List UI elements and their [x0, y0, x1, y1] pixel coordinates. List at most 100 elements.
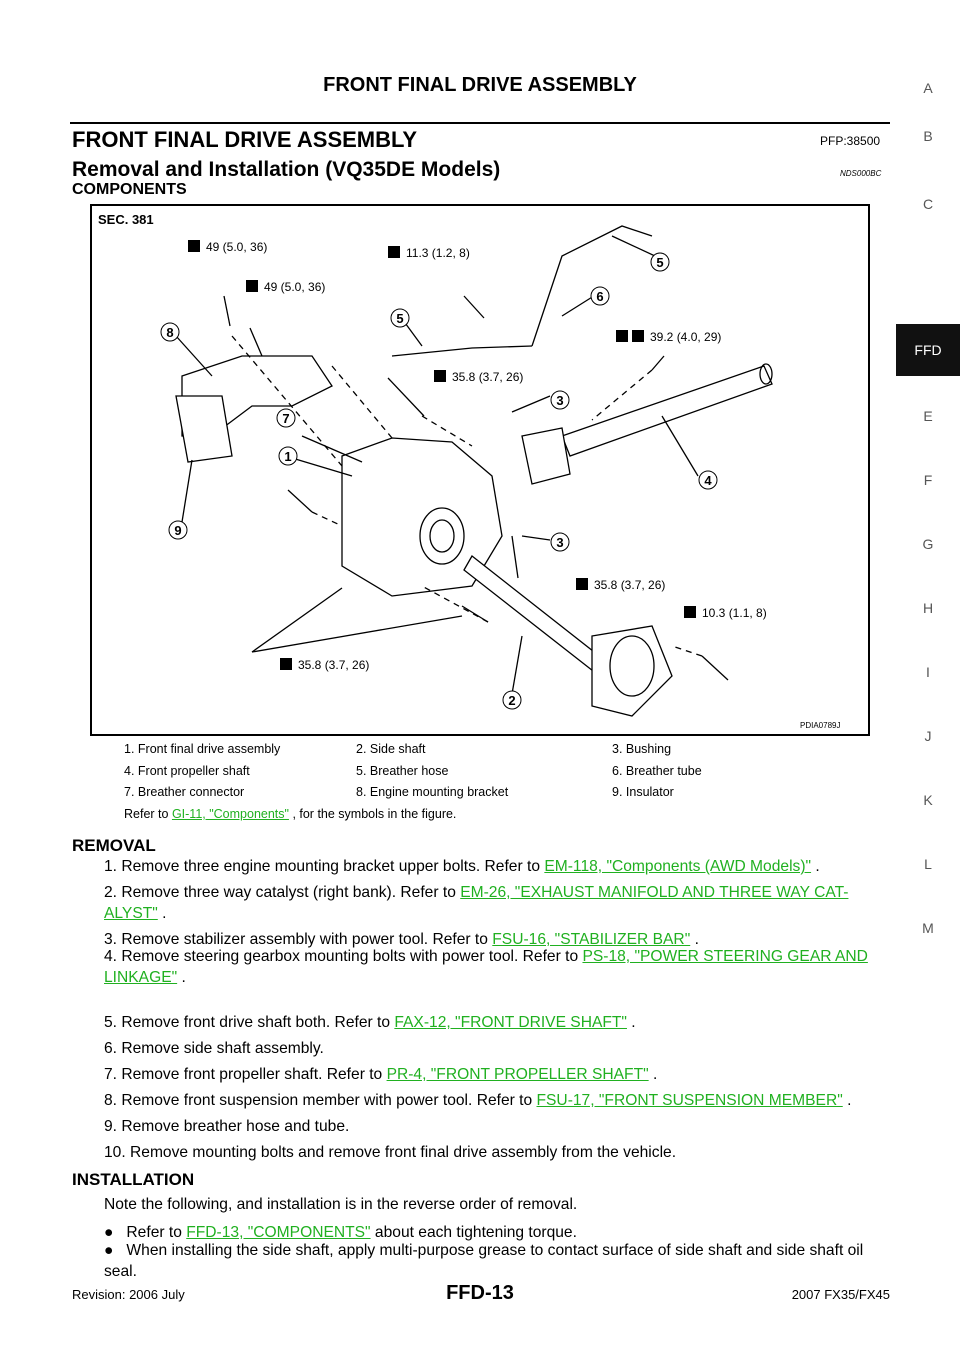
tab-l[interactable]: L — [924, 856, 932, 872]
callout-7: 7 — [276, 408, 296, 428]
subsection-title: Removal and Installation (VQ35DE Models) — [72, 158, 501, 181]
tab-i[interactable]: I — [926, 664, 930, 680]
torque-value: 35.8 (3.7, 26) — [298, 658, 369, 672]
callout-9: 9 — [168, 520, 188, 540]
torque-value: 35.8 (3.7, 26) — [452, 370, 523, 384]
svg-text:6: 6 — [596, 289, 603, 304]
installation-bullet-1: ● Refer to FFD-13, "COMPONENTS" about ea… — [104, 1224, 577, 1241]
legend-item: 9. Insulator — [612, 785, 674, 799]
components-figure: SEC. 381 49 (5.0, 36) 49 (5.0, 36) 11.3 … — [90, 204, 870, 736]
assembly-drawing — [175, 225, 773, 717]
removal-step-8: 8. Remove front suspension member with p… — [104, 1092, 852, 1109]
svg-text:5: 5 — [396, 311, 403, 326]
callout-8: 8 — [160, 322, 180, 342]
svg-text:7: 7 — [282, 411, 289, 426]
torque-wrench-icon — [246, 280, 258, 292]
header-rule — [70, 122, 890, 124]
torque-value: 39.2 (4.0, 29) — [650, 330, 721, 344]
tab-h[interactable]: H — [922, 600, 934, 616]
svg-text:8: 8 — [166, 325, 173, 340]
removal-step-4: 4. Remove steering gearbox mounting bolt… — [104, 948, 868, 986]
torque-wrench-icon — [388, 246, 400, 258]
bullet-link[interactable]: FFD-13, "COMPONENTS" — [186, 1224, 371, 1241]
footer-revision: Revision: 2006 July — [72, 1287, 185, 1302]
step-link[interactable]: PR-4, "FRONT PROPELLER SHAFT" — [386, 1066, 649, 1083]
torque-wrench-icon — [280, 658, 292, 670]
tab-f[interactable]: F — [923, 472, 933, 488]
legend-item: 2. Side shaft — [356, 742, 426, 756]
installation-heading: INSTALLATION — [72, 1170, 195, 1189]
legend-reference: Refer to GI-11, "Components" , for the s… — [124, 807, 457, 821]
torque-value: 11.3 (1.2, 8) — [406, 246, 470, 260]
legend-item: 7. Breather connector — [124, 785, 245, 799]
step-link[interactable]: EM-26, "EXHAUST MANIFOLD AND THREE WAY C… — [104, 884, 849, 922]
svg-text:2: 2 — [508, 693, 515, 708]
torque-value: 49 (5.0, 36) — [264, 280, 325, 294]
callout-3a: 3 — [550, 390, 570, 410]
torque-wrench-icon — [576, 578, 588, 590]
step-link[interactable]: PS-18, "POWER STEERING GEAR AND LINKAGE" — [104, 948, 868, 986]
callout-3b: 3 — [550, 532, 570, 552]
svg-text:9: 9 — [174, 523, 181, 538]
tab-e[interactable]: E — [923, 408, 933, 424]
svg-text:1: 1 — [284, 449, 291, 464]
legend-item: 3. Bushing — [612, 742, 672, 756]
running-header: FRONT FINAL DRIVE ASSEMBLY — [323, 74, 637, 96]
step-link[interactable]: FAX-12, "FRONT DRIVE SHAFT" — [394, 1014, 627, 1031]
footer-model: 2007 FX35/FX45 — [791, 1287, 890, 1302]
tab-ffd[interactable]: FFD — [896, 324, 960, 376]
svg-text:5: 5 — [656, 255, 663, 270]
step-link[interactable]: FSU-16, "STABILIZER BAR" — [492, 931, 691, 948]
torque-value: 49 (5.0, 36) — [206, 240, 267, 254]
tab-b[interactable]: B — [923, 128, 933, 144]
legend-item: 4. Front propeller shaft — [124, 764, 250, 778]
torque-wrench-icon — [434, 370, 446, 382]
tab-k[interactable]: K — [923, 792, 933, 808]
removal-heading: REMOVAL — [72, 836, 156, 855]
svg-text:4: 4 — [704, 473, 712, 488]
legend-item: 5. Breather hose — [356, 764, 449, 778]
removal-step-3: 3. Remove stabilizer assembly with power… — [104, 931, 699, 948]
pfp-code: PFP:38500 — [820, 134, 881, 148]
removal-step-5: 5. Remove front drive shaft both. Refer … — [104, 1014, 636, 1031]
removal-step-6: 6. Remove side shaft assembly. — [104, 1040, 324, 1057]
torque-wrench-icon — [632, 330, 644, 342]
callout-2: 2 — [502, 690, 522, 710]
section-title: FRONT FINAL DRIVE ASSEMBLY — [72, 127, 418, 152]
callout-4: 4 — [698, 470, 718, 490]
replace-part-icon — [616, 330, 628, 342]
removal-step-7: 7. Remove front propeller shaft. Refer t… — [104, 1066, 658, 1083]
torque-value: 35.8 (3.7, 26) — [594, 578, 665, 592]
figure-code: PDIA0789J — [800, 721, 840, 730]
svg-text:3: 3 — [556, 393, 563, 408]
installation-bullet-2: ● When installing the side shaft, apply … — [104, 1242, 864, 1280]
exploded-view-diagram: SEC. 381 49 (5.0, 36) 49 (5.0, 36) 11.3 … — [98, 212, 840, 730]
legend-link[interactable]: GI-11, "Components" — [171, 807, 289, 821]
step-link[interactable]: EM-118, "Components (AWD Models)" — [544, 858, 812, 875]
legend-item: 1. Front final drive assembly — [124, 742, 281, 756]
callout-6: 6 — [590, 286, 610, 306]
legend-item: 8. Engine mounting bracket — [356, 785, 509, 799]
tab-j[interactable]: J — [924, 728, 932, 744]
components-heading: COMPONENTS — [72, 181, 187, 198]
callout-1: 1 — [278, 446, 298, 466]
tab-c[interactable]: C — [922, 196, 934, 212]
removal-step-1: 1. Remove three engine mounting bracket … — [104, 858, 820, 875]
torque-value: 10.3 (1.1, 8) — [702, 606, 767, 620]
sec-label: SEC. 381 — [98, 212, 154, 227]
torque-wrench-icon — [684, 606, 696, 618]
removal-step-9: 9. Remove breather hose and tube. — [104, 1118, 350, 1135]
tab-g[interactable]: G — [922, 536, 934, 552]
tab-a[interactable]: A — [923, 80, 933, 96]
removal-step-2: 2. Remove three way catalyst (right bank… — [104, 884, 849, 922]
tab-m[interactable]: M — [922, 920, 934, 936]
torque-wrench-icon — [188, 240, 200, 252]
footer-page-number: FFD-13 — [446, 1282, 514, 1304]
svg-text:3: 3 — [556, 535, 563, 550]
callout-5a: 5 — [650, 252, 670, 272]
removal-step-10: 10. Remove mounting bolts and remove fro… — [104, 1144, 677, 1161]
installation-note: Note the following, and installation is … — [104, 1196, 578, 1213]
callout-5b: 5 — [390, 308, 410, 328]
nds-code: NDS000BC — [840, 169, 882, 178]
step-link[interactable]: FSU-17, "FRONT SUSPENSION MEMBER" — [536, 1092, 843, 1109]
